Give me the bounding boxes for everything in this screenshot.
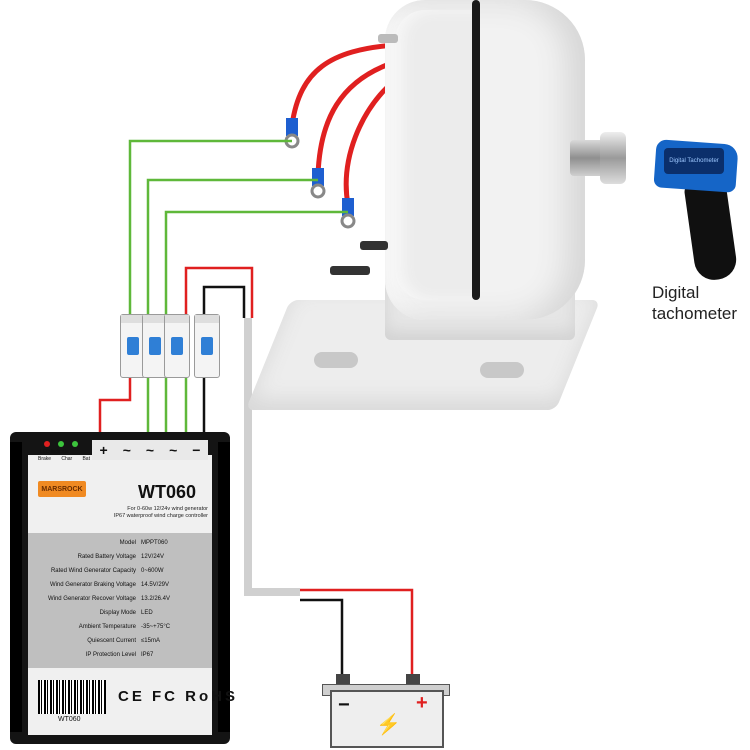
terminal-ac3: ~ bbox=[169, 442, 178, 458]
led-label-char: Char bbox=[61, 456, 73, 462]
spec-key: IP Protection Level bbox=[85, 652, 136, 658]
tachometer-label: Digital tachometer bbox=[652, 282, 737, 324]
spec-value: LED bbox=[141, 610, 153, 616]
brand-logo: MARSROCK bbox=[38, 481, 86, 497]
mount-hole bbox=[480, 362, 524, 378]
controller-model-name: WT060 bbox=[138, 482, 197, 502]
tachometer-label-line2: tachometer bbox=[652, 304, 738, 323]
spec-row: Display Mode LED bbox=[28, 610, 212, 622]
spec-row: IP Protection Level IP67 bbox=[28, 652, 212, 664]
led-bat-icon bbox=[72, 441, 78, 447]
led-char-icon bbox=[58, 441, 64, 447]
bolt-stub bbox=[360, 241, 388, 250]
generator-seam bbox=[472, 0, 480, 300]
spec-key: Rated Battery Voltage bbox=[77, 554, 136, 560]
circuit-breaker bbox=[120, 314, 146, 378]
terminal-block: + ~ ~ ~ − bbox=[92, 440, 208, 460]
spec-row: Model MPPT060 bbox=[28, 540, 212, 552]
barcode-label: WT060 bbox=[58, 716, 81, 723]
battery-terminal-positive bbox=[406, 674, 420, 686]
shaft-nut bbox=[600, 132, 626, 184]
spec-key: Display Mode bbox=[99, 610, 136, 616]
spec-panel bbox=[28, 533, 212, 668]
led-label-bat: Bat bbox=[82, 456, 90, 462]
spec-value: 13.2/26.4V bbox=[141, 596, 171, 602]
bolt-stub bbox=[378, 34, 398, 43]
led-labels: Brake Char Bat bbox=[38, 456, 90, 462]
led-header: LED Indicate bbox=[40, 449, 69, 455]
spec-key: Wind Generator Recover Voltage bbox=[47, 596, 136, 602]
spec-value: 14.5V/29V bbox=[141, 582, 170, 588]
bolt-stub bbox=[330, 266, 370, 275]
lightning-icon: ⚡ bbox=[376, 714, 401, 736]
spec-row: Rated Wind Generator Capacity 0~600W bbox=[28, 568, 212, 580]
led-label-brake: Brake bbox=[38, 456, 52, 462]
heatsink-fin bbox=[218, 442, 230, 732]
battery-icon: − + ⚡ bbox=[330, 690, 444, 748]
tachometer-screen: Digital Tachometer bbox=[664, 148, 724, 174]
spec-value: MPPT060 bbox=[141, 540, 168, 546]
description-line1: For 0-60w 12/24v wind generator bbox=[127, 506, 208, 512]
controller-description: For 0-60w 12/24v wind generator IP67 wat… bbox=[100, 506, 208, 520]
spec-row: Ambient Temperature -35~+75°C bbox=[28, 624, 212, 636]
terminal-plus: + bbox=[99, 442, 108, 458]
battery-minus-sign: − bbox=[338, 694, 350, 716]
mount-hole bbox=[314, 352, 358, 368]
tachometer-label-line1: Digital bbox=[652, 283, 700, 302]
certification-marks: CE FC RoHS bbox=[118, 688, 238, 705]
battery-terminal-negative bbox=[336, 674, 350, 686]
spec-key: Quiescent Current bbox=[87, 638, 136, 644]
spec-key: Rated Wind Generator Capacity bbox=[50, 568, 136, 574]
generator-front-plate bbox=[395, 10, 480, 300]
spec-key: Ambient Temperature bbox=[78, 624, 136, 630]
terminal-ac2: ~ bbox=[145, 442, 155, 458]
spec-value: 0~600W bbox=[141, 568, 164, 574]
spec-row: Quiescent Current ≤15mA bbox=[28, 638, 212, 650]
spec-key: Model bbox=[119, 540, 136, 546]
battery-plus-sign: + bbox=[416, 692, 428, 714]
spec-value: ≤15mA bbox=[141, 638, 160, 644]
terminal-ac1: ~ bbox=[122, 442, 131, 458]
spec-key: Wind Generator Braking Voltage bbox=[49, 582, 136, 588]
spec-row: Rated Battery Voltage 12V/24V bbox=[28, 554, 212, 566]
heatsink-fin bbox=[10, 442, 22, 732]
spec-value: IP67 bbox=[141, 652, 154, 658]
terminal-minus: − bbox=[192, 442, 201, 458]
spec-value: 12V/24V bbox=[141, 554, 165, 560]
spec-row: Wind Generator Recover Voltage 13.2/26.4V bbox=[28, 596, 212, 608]
barcode bbox=[38, 680, 106, 714]
circuit-breaker bbox=[142, 314, 168, 378]
led-brake-icon bbox=[44, 441, 50, 447]
spec-row: Wind Generator Braking Voltage 14.5V/29V bbox=[28, 582, 212, 594]
description-line2: IP67 waterproof wind charge controller bbox=[113, 513, 208, 519]
spec-value: -35~+75°C bbox=[141, 624, 171, 630]
circuit-breaker bbox=[164, 314, 190, 378]
circuit-breaker bbox=[194, 314, 220, 378]
